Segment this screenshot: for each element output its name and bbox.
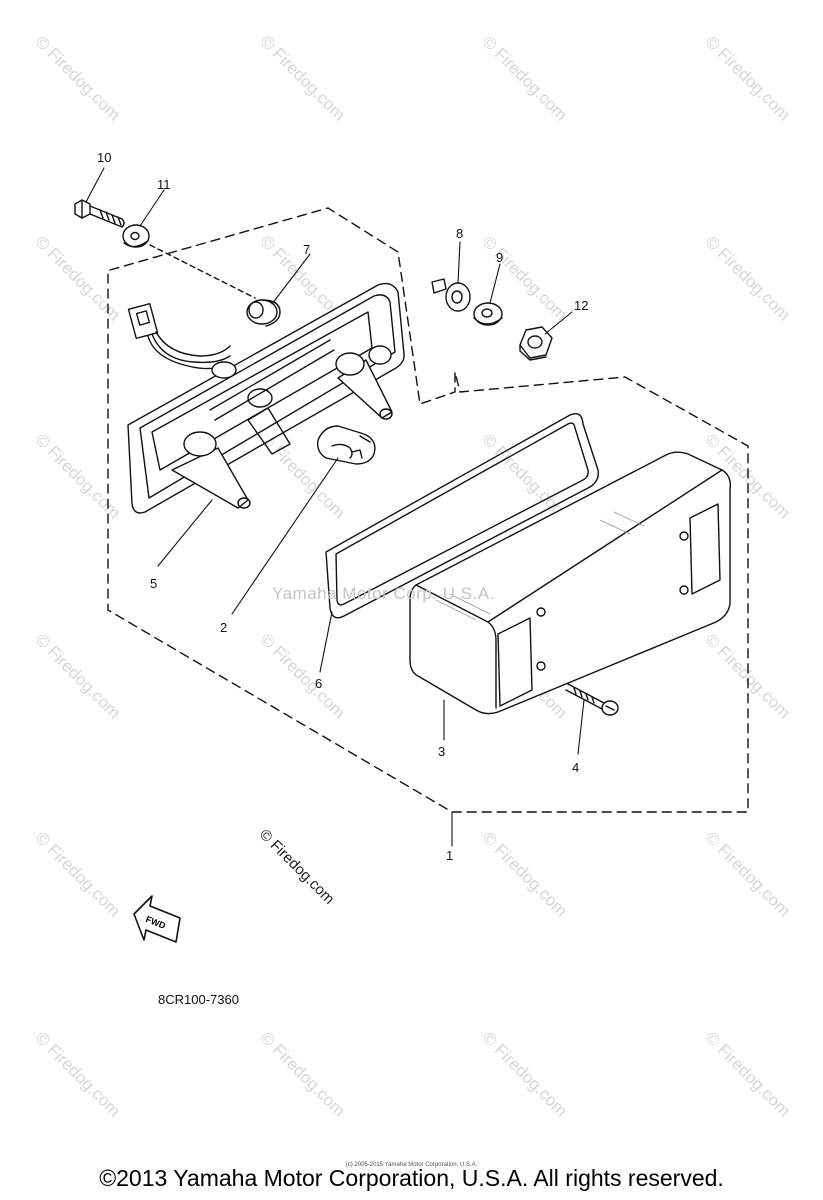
part-label-10: 10	[97, 150, 112, 165]
part-label-7: 7	[303, 242, 311, 257]
part-label-1: 1	[446, 848, 454, 863]
grommet-7	[246, 299, 281, 327]
part-label-12: 12	[574, 298, 589, 313]
lens-3	[409, 451, 732, 715]
part-label-4: 4	[572, 760, 580, 775]
fwd-arrow-icon	[133, 895, 181, 943]
center-watermark: Yamaha Motor Corp. U.S.A.	[272, 584, 495, 603]
part-label-3: 3	[438, 744, 446, 759]
bulb-2	[316, 425, 376, 465]
gasket-6	[325, 412, 599, 619]
part-label-9: 9	[496, 250, 504, 265]
part-label-5: 5	[150, 576, 158, 591]
collar-8	[431, 278, 471, 312]
bolt-10	[74, 199, 125, 228]
part-label-8: 8	[456, 226, 464, 241]
wire-harness	[127, 302, 237, 379]
washer-11	[122, 224, 150, 248]
copyright-notice: ©2013 Yamaha Motor Corporation, U.S.A. A…	[99, 1165, 724, 1191]
screw-4	[565, 683, 619, 716]
lamp-base-5	[127, 282, 405, 514]
fine-print: (c) 2005-2015 Yamaha Motor Corporation, …	[345, 1162, 478, 1168]
diagram-code: 8CR100-7360	[158, 992, 239, 1007]
nut-12	[519, 326, 553, 361]
leader-lines	[85, 167, 585, 847]
part-label-6: 6	[315, 676, 323, 691]
part-label-11: 11	[157, 177, 171, 192]
washer-9	[473, 302, 503, 326]
part-label-2: 2	[220, 620, 228, 635]
